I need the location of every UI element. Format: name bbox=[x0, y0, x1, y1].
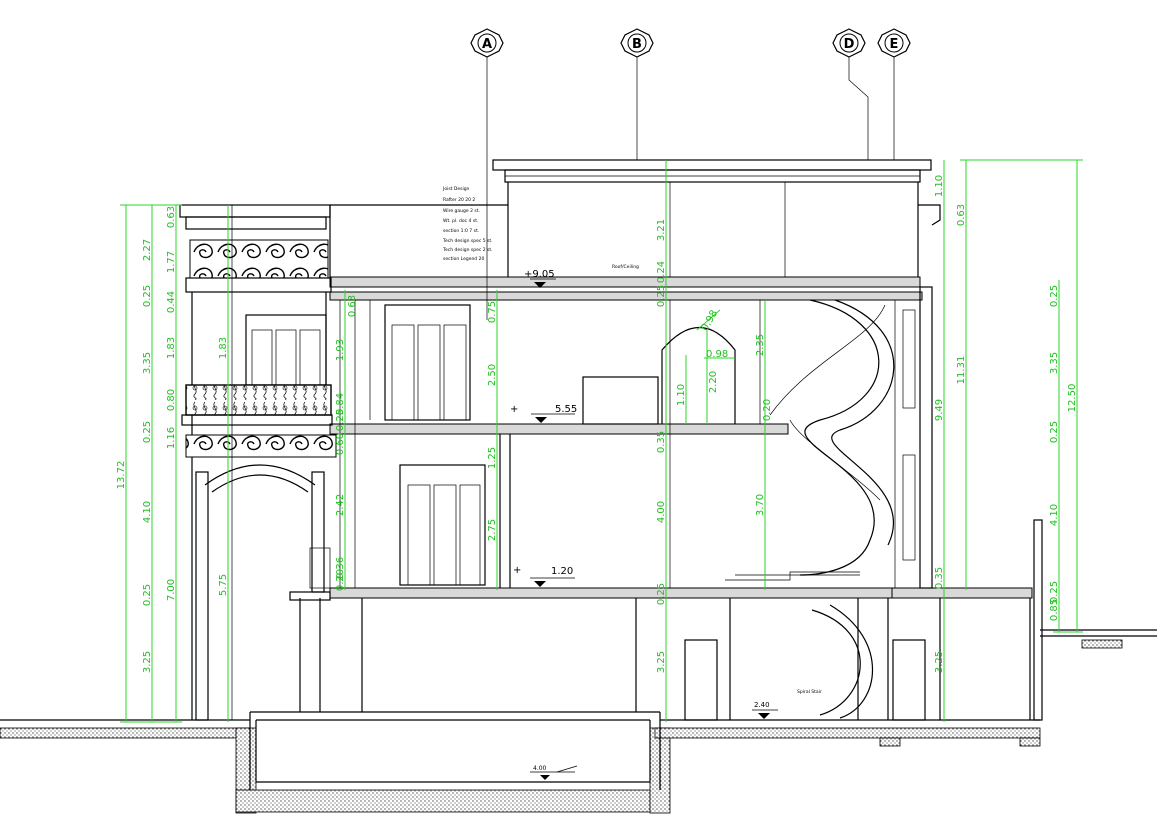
grid-axes: A B D E bbox=[470, 28, 911, 320]
dim-text: 2.75 bbox=[487, 519, 498, 541]
plus-mark: + bbox=[513, 565, 521, 576]
windows-upper bbox=[339, 300, 511, 588]
roof-parapet bbox=[329, 159, 941, 277]
interior-walls bbox=[299, 300, 1043, 721]
dim-text: 3.35 bbox=[142, 352, 153, 374]
grid-label-b: B bbox=[632, 37, 642, 52]
grid-label-e: E bbox=[890, 37, 899, 52]
dim-text: 0.20 bbox=[762, 399, 773, 421]
note-line: section 1:0 7 st. bbox=[443, 228, 479, 234]
dim-text: 3.25 bbox=[934, 651, 945, 673]
dim-text: 3.35 bbox=[1049, 352, 1060, 374]
dim-text: 1.25 bbox=[487, 447, 498, 469]
dim-text: 0.98 bbox=[706, 349, 728, 360]
note-line: Wt. pl. doc 4 st. bbox=[443, 218, 478, 224]
ornate-facade bbox=[179, 204, 337, 721]
dimension-texts: 13.72 7.00 2.27 0.25 3.35 0.25 4.10 0.25… bbox=[116, 175, 1078, 673]
dim-text: 0.84 bbox=[335, 393, 346, 415]
dim-text: 0.25 bbox=[335, 409, 346, 431]
dim-text: 0.25 bbox=[656, 285, 667, 307]
dim-text: 0.25 bbox=[656, 583, 667, 605]
dim-text: 0.25 bbox=[1049, 581, 1060, 603]
note-line: Wire gauge 2 st. bbox=[443, 208, 480, 214]
dim-text: 3.25 bbox=[656, 651, 667, 673]
grid-label-a: A bbox=[482, 37, 492, 52]
level-first: 1.20 + bbox=[513, 565, 575, 587]
dim-text: 0.25 bbox=[142, 584, 153, 606]
dim-text: 2.35 bbox=[755, 334, 766, 356]
dim-text: 1.77 bbox=[166, 251, 177, 273]
note-line: section Legend 20 bbox=[443, 256, 484, 262]
dim-text: 9.49 bbox=[934, 399, 945, 421]
roof-notes: Joist Design Rafter 20 20 2 Wire gauge 2… bbox=[442, 186, 822, 695]
dim-text: 0.60 bbox=[335, 433, 346, 455]
dim-text: 1.10 bbox=[676, 384, 687, 406]
dim-text: 4.00 bbox=[656, 501, 667, 523]
dim-text: 0.25 bbox=[1049, 285, 1060, 307]
dim-text: 2.20 bbox=[708, 371, 719, 393]
dim-text: 0.25 bbox=[142, 421, 153, 443]
level-second: 5.55 + bbox=[510, 404, 577, 423]
dim-text: 0.63 bbox=[956, 204, 967, 226]
dim-text: 0.20 bbox=[335, 569, 346, 591]
level-ground: 2.40 bbox=[752, 701, 778, 719]
dim-text: 4.10 bbox=[142, 501, 153, 523]
note-line: Joist Design bbox=[442, 186, 470, 192]
dim-text: 0.35 bbox=[934, 567, 945, 589]
dim-text: 5.75 bbox=[218, 574, 229, 596]
stair-label: Spiral Stair bbox=[797, 689, 822, 695]
dim-text: 3.25 bbox=[142, 651, 153, 673]
dim-text: 2.42 bbox=[335, 494, 346, 516]
dim-text: 3.70 bbox=[755, 494, 766, 516]
level-basement: 4.00 bbox=[530, 765, 578, 780]
grid-bubble-e: E bbox=[877, 28, 911, 58]
dim-text: 1.83 bbox=[166, 337, 177, 359]
level-first-text: 1.20 bbox=[551, 566, 573, 577]
dim-text: 1.93 bbox=[335, 339, 346, 361]
dim-text: 1.16 bbox=[166, 427, 177, 449]
level-roof: +9.05 bbox=[524, 269, 556, 288]
dim-text: 0.98 bbox=[700, 308, 721, 333]
dim-text: 13.72 bbox=[116, 461, 127, 490]
dim-text: 2.27 bbox=[142, 239, 153, 261]
grid-label-d: D bbox=[844, 37, 855, 52]
dim-text: 1.83 bbox=[218, 337, 229, 359]
right-wall bbox=[894, 286, 933, 589]
dim-text: 0.63 bbox=[166, 206, 177, 228]
dim-text: 11.31 bbox=[956, 356, 967, 385]
level-ground-text: 2.40 bbox=[754, 701, 770, 709]
note-line: Tech design spec 5 st. bbox=[442, 238, 493, 244]
dim-text: 0.36 bbox=[335, 557, 346, 579]
dim-text: 0.63 bbox=[347, 295, 358, 317]
dim-text: 0.25 bbox=[1049, 421, 1060, 443]
roof-label: Roof/Ceiling bbox=[612, 264, 639, 270]
level-basement-text: 4.00 bbox=[533, 765, 547, 772]
level-roof-text: +9.05 bbox=[524, 269, 555, 280]
dim-text: 0.75 bbox=[487, 301, 498, 323]
note-line: Rafter 20 20 2 bbox=[443, 197, 475, 203]
dim-text: 0.44 bbox=[166, 291, 177, 313]
grid-bubble-a: A bbox=[470, 28, 504, 58]
dim-text: 0.25 bbox=[142, 285, 153, 307]
grid-bubble-d: D bbox=[832, 28, 866, 58]
dim-text: 1.10 bbox=[934, 175, 945, 197]
dim-text: 0.80 bbox=[166, 389, 177, 411]
dim-text: 4.10 bbox=[1049, 504, 1060, 526]
dimension-lines bbox=[120, 159, 1083, 723]
note-line: Tech design spec 2 st. bbox=[442, 247, 493, 253]
level-markers: +9.05 5.55 + 1.20 + 2.40 4.00 bbox=[510, 269, 778, 780]
dim-text: 7.00 bbox=[166, 579, 177, 601]
ground-line bbox=[0, 629, 1157, 814]
dim-text: 0.35 bbox=[656, 431, 667, 453]
level-second-text: 5.55 bbox=[555, 404, 577, 415]
dim-text: 12.50 bbox=[1067, 384, 1078, 413]
dim-text: 3.21 bbox=[656, 219, 667, 241]
grid-bubble-b: B bbox=[620, 28, 654, 58]
spiral-stair bbox=[725, 299, 895, 719]
dim-text: 0.24 bbox=[656, 261, 667, 283]
dim-text: 2.50 bbox=[487, 364, 498, 386]
dim-text: 0.85 bbox=[1049, 599, 1060, 621]
plus-mark: + bbox=[510, 404, 518, 415]
